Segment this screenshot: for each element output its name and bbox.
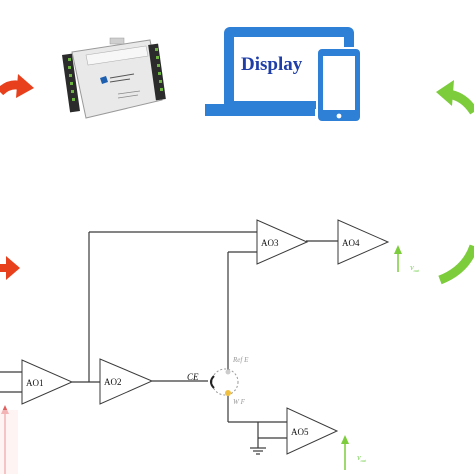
vout-arrow-icon-upper <box>394 245 402 272</box>
vout-label-lower: Vout <box>357 456 367 463</box>
ref-electrode-label: Ref E <box>232 356 249 364</box>
ce-label: CE <box>187 372 199 382</box>
svg-text:AO3: AO3 <box>261 238 279 248</box>
green-arrow-icon-bottom <box>438 244 474 285</box>
amplifier-ao3: AO3 <box>256 219 309 265</box>
electrochemical-cell <box>210 368 239 396</box>
input-highlight <box>0 410 18 474</box>
display-title: Display <box>241 54 303 75</box>
circuit-wires <box>0 231 338 455</box>
green-arrow-icon-top <box>436 80 474 115</box>
vout-arrow-icon-lower <box>341 435 349 470</box>
svg-text:AO5: AO5 <box>291 427 309 437</box>
amplifier-ao1: AO1 <box>21 359 74 405</box>
vout-label-upper: Vout <box>410 266 420 273</box>
svg-text:AO4: AO4 <box>342 238 360 248</box>
red-arrow-icon-mid <box>0 256 20 280</box>
svg-text:AO1: AO1 <box>26 378 44 388</box>
daq-device-icon <box>62 37 166 119</box>
working-electrode-label: W F <box>233 398 246 406</box>
display-icon: Display <box>205 27 362 123</box>
amplifier-ao5: AO5 <box>286 407 339 455</box>
amplifier-ao4: AO4 <box>337 219 390 265</box>
red-arrow-icon-top <box>0 74 34 98</box>
svg-text:AO2: AO2 <box>104 377 122 387</box>
amplifier-ao2: AO2 <box>99 358 154 405</box>
